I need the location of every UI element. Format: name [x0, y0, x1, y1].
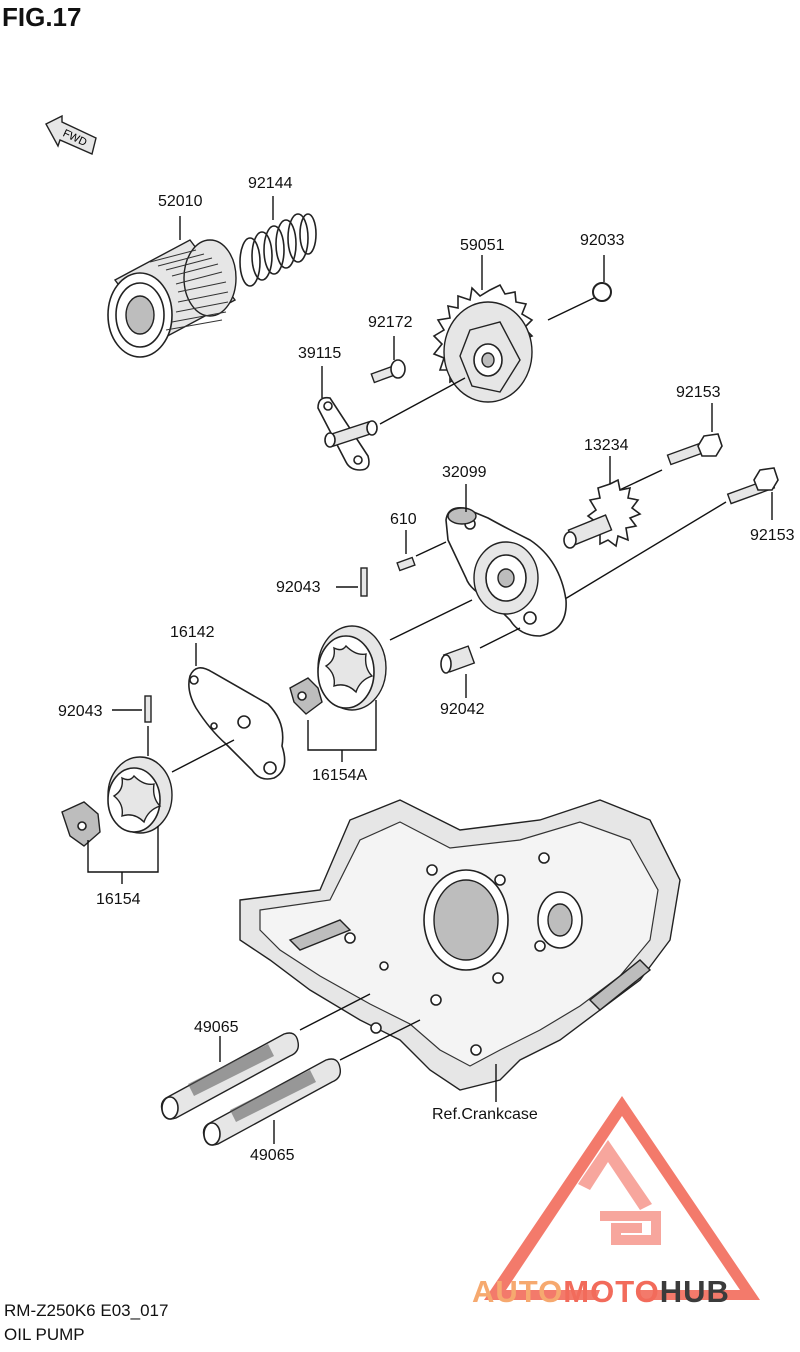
label-16154A: 16154A [312, 767, 367, 784]
label-16142: 16142 [170, 624, 215, 641]
dowel-92042 [440, 645, 476, 674]
pin-49065-lower [202, 1058, 342, 1146]
watermark-word-moto: MOTO [563, 1274, 659, 1309]
circlip-92033 [592, 282, 612, 302]
label-92043-lower: 92043 [58, 703, 103, 720]
pin-92043-upper [360, 567, 368, 597]
footer-model-code: RM-Z250K6 E03_017 [4, 1301, 169, 1320]
bolt-92153-lower [726, 467, 779, 505]
label-610: 610 [390, 511, 417, 528]
label-92172: 92172 [368, 314, 413, 331]
watermark-word-hub: HUB [660, 1274, 730, 1309]
label-32099: 32099 [442, 464, 487, 481]
screw-92172 [370, 359, 406, 384]
rotor-set-16154A [289, 625, 387, 715]
footer-section-name: OIL PUMP [4, 1325, 85, 1344]
label-52010: 52010 [158, 193, 203, 210]
pin-92043-lower [144, 695, 152, 723]
label-92153-lower: 92153 [750, 527, 795, 544]
label-92043-upper: 92043 [276, 579, 321, 596]
label-ref-crankcase: Ref.Crankcase [432, 1106, 538, 1123]
label-92153-upper: 92153 [676, 384, 721, 401]
label-59051: 59051 [460, 237, 505, 254]
plate-39115 [317, 396, 378, 471]
label-49065-lower: 49065 [250, 1147, 295, 1164]
plate-16142 [188, 667, 286, 780]
label-92042: 92042 [440, 701, 485, 718]
watermark-logo: AUTOMOTOHUB [472, 1096, 760, 1309]
gear-13234 [563, 478, 642, 549]
spring-92144 [239, 213, 317, 287]
crankcase [239, 799, 681, 1091]
fwd-arrow-icon: FWD [45, 114, 97, 155]
label-39115: 39115 [298, 345, 341, 362]
svg-text:AUTOMOTOHUB: AUTOMOTOHUB [472, 1274, 730, 1309]
pin-610 [396, 556, 416, 572]
pin-49065-upper [160, 1032, 300, 1120]
oil-filter-52010 [107, 239, 237, 358]
label-16154: 16154 [96, 891, 141, 908]
watermark-word-auto: AUTO [472, 1274, 563, 1309]
figure-title: FIG.17 [2, 2, 82, 32]
label-92144: 92144 [248, 175, 293, 192]
label-49065-upper: 49065 [194, 1019, 239, 1036]
pump-body-32099 [445, 506, 567, 637]
rotor-set-16154 [61, 756, 173, 847]
label-92033: 92033 [580, 232, 625, 249]
bolt-92153-upper [666, 433, 723, 466]
label-13234: 13234 [584, 437, 629, 454]
gear-59051 [432, 283, 534, 403]
